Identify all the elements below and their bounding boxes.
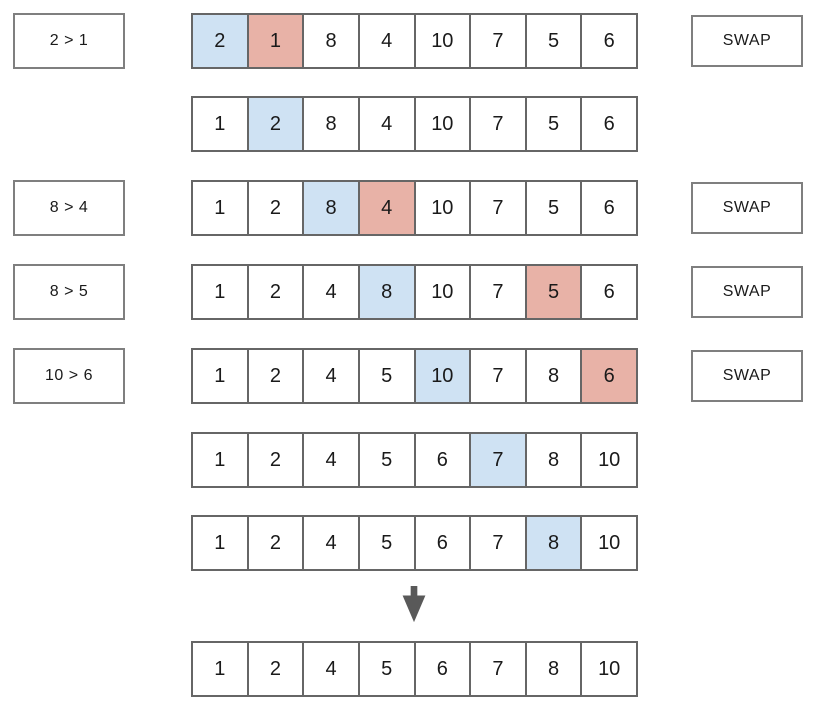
array-cell: 2 <box>246 434 303 486</box>
array-cell: 7 <box>469 643 525 695</box>
array-cell: 8 <box>524 643 581 695</box>
array-cell: 4 <box>302 350 358 402</box>
comparison-label: 8 > 5 <box>49 283 89 300</box>
array-cell: 5 <box>357 517 414 569</box>
swap-label: SWAP <box>722 199 772 216</box>
comparison-label: 10 > 6 <box>45 367 93 384</box>
swap-label: SWAP <box>722 32 772 49</box>
array-cell: 7 <box>469 15 525 67</box>
array-cell: 1 <box>193 182 247 234</box>
array-row: 1 2 4 8 10 7 5 6 <box>191 264 638 320</box>
comparison-label: 2 > 1 <box>49 32 89 49</box>
array-row: 1 2 4 5 10 7 8 6 <box>191 348 638 404</box>
array-cell: 4 <box>357 182 414 234</box>
array-cell: 4 <box>302 517 358 569</box>
array-cell: 8 <box>357 266 414 318</box>
array-cell: 4 <box>357 15 414 67</box>
swap-box: SWAP <box>691 266 803 318</box>
array-cell: 4 <box>302 266 358 318</box>
array-cell: 10 <box>413 182 470 234</box>
array-cell: 1 <box>193 266 247 318</box>
array-cell: 7 <box>469 98 525 150</box>
array-cell: 6 <box>413 643 470 695</box>
comparison-box: 2 > 1 <box>13 13 125 69</box>
swap-box: SWAP <box>691 182 803 234</box>
array-cell: 5 <box>357 350 414 402</box>
array-cell: 5 <box>357 643 414 695</box>
array-cell: 8 <box>302 182 358 234</box>
array-cell: 10 <box>580 643 636 695</box>
comparison-box: 10 > 6 <box>13 348 125 404</box>
array-cell: 5 <box>524 98 581 150</box>
array-cell: 6 <box>580 350 636 402</box>
array-row: 1 2 8 4 10 7 5 6 <box>191 96 638 152</box>
array-cell: 10 <box>413 266 470 318</box>
array-cell: 6 <box>580 266 636 318</box>
comparison-box: 8 > 5 <box>13 264 125 320</box>
array-cell: 8 <box>524 434 581 486</box>
swap-label: SWAP <box>722 283 772 300</box>
array-cell: 6 <box>580 98 636 150</box>
array-cell: 8 <box>302 98 358 150</box>
array-cell: 4 <box>302 643 358 695</box>
array-cell: 1 <box>193 434 247 486</box>
array-cell: 2 <box>246 643 303 695</box>
array-cell: 5 <box>357 434 414 486</box>
array-cell: 4 <box>302 434 358 486</box>
array-cell: 1 <box>193 98 247 150</box>
array-cell: 5 <box>524 266 581 318</box>
array-cell: 5 <box>524 15 581 67</box>
array-cell: 7 <box>469 434 525 486</box>
array-cell: 10 <box>580 434 636 486</box>
array-cell: 2 <box>246 350 303 402</box>
comparison-label: 8 > 4 <box>49 199 89 216</box>
array-cell: 4 <box>357 98 414 150</box>
array-cell: 10 <box>580 517 636 569</box>
swap-box: SWAP <box>691 350 803 402</box>
array-cell: 6 <box>413 517 470 569</box>
array-cell: 1 <box>193 350 247 402</box>
array-cell: 2 <box>246 266 303 318</box>
array-cell: 10 <box>413 15 470 67</box>
array-cell: 7 <box>469 517 525 569</box>
array-cell: 5 <box>524 182 581 234</box>
down-arrow-icon <box>402 586 426 623</box>
array-row: 1 2 4 5 6 7 8 10 <box>191 432 638 488</box>
array-cell: 10 <box>413 98 470 150</box>
comparison-box: 8 > 4 <box>13 180 125 236</box>
array-cell: 6 <box>413 434 470 486</box>
array-cell: 1 <box>193 643 247 695</box>
array-cell: 2 <box>246 98 303 150</box>
array-cell: 10 <box>413 350 470 402</box>
array-row: 2 1 8 4 10 7 5 6 <box>191 13 638 69</box>
array-cell: 8 <box>524 517 581 569</box>
array-cell: 8 <box>524 350 581 402</box>
array-cell: 7 <box>469 350 525 402</box>
swap-box: SWAP <box>691 15 803 67</box>
array-cell: 2 <box>246 182 303 234</box>
array-cell: 8 <box>302 15 358 67</box>
array-row: 1 2 8 4 10 7 5 6 <box>191 180 638 236</box>
array-cell: 7 <box>469 266 525 318</box>
array-cell: 6 <box>580 182 636 234</box>
swap-label: SWAP <box>722 367 772 384</box>
array-cell: 2 <box>193 15 247 67</box>
array-cell: 1 <box>193 517 247 569</box>
array-cell: 6 <box>580 15 636 67</box>
array-cell: 7 <box>469 182 525 234</box>
array-row: 1 2 4 5 6 7 8 10 <box>191 515 638 571</box>
array-cell: 1 <box>246 15 303 67</box>
array-row-sorted: 1 2 4 5 6 7 8 10 <box>191 641 638 697</box>
array-cell: 2 <box>246 517 303 569</box>
